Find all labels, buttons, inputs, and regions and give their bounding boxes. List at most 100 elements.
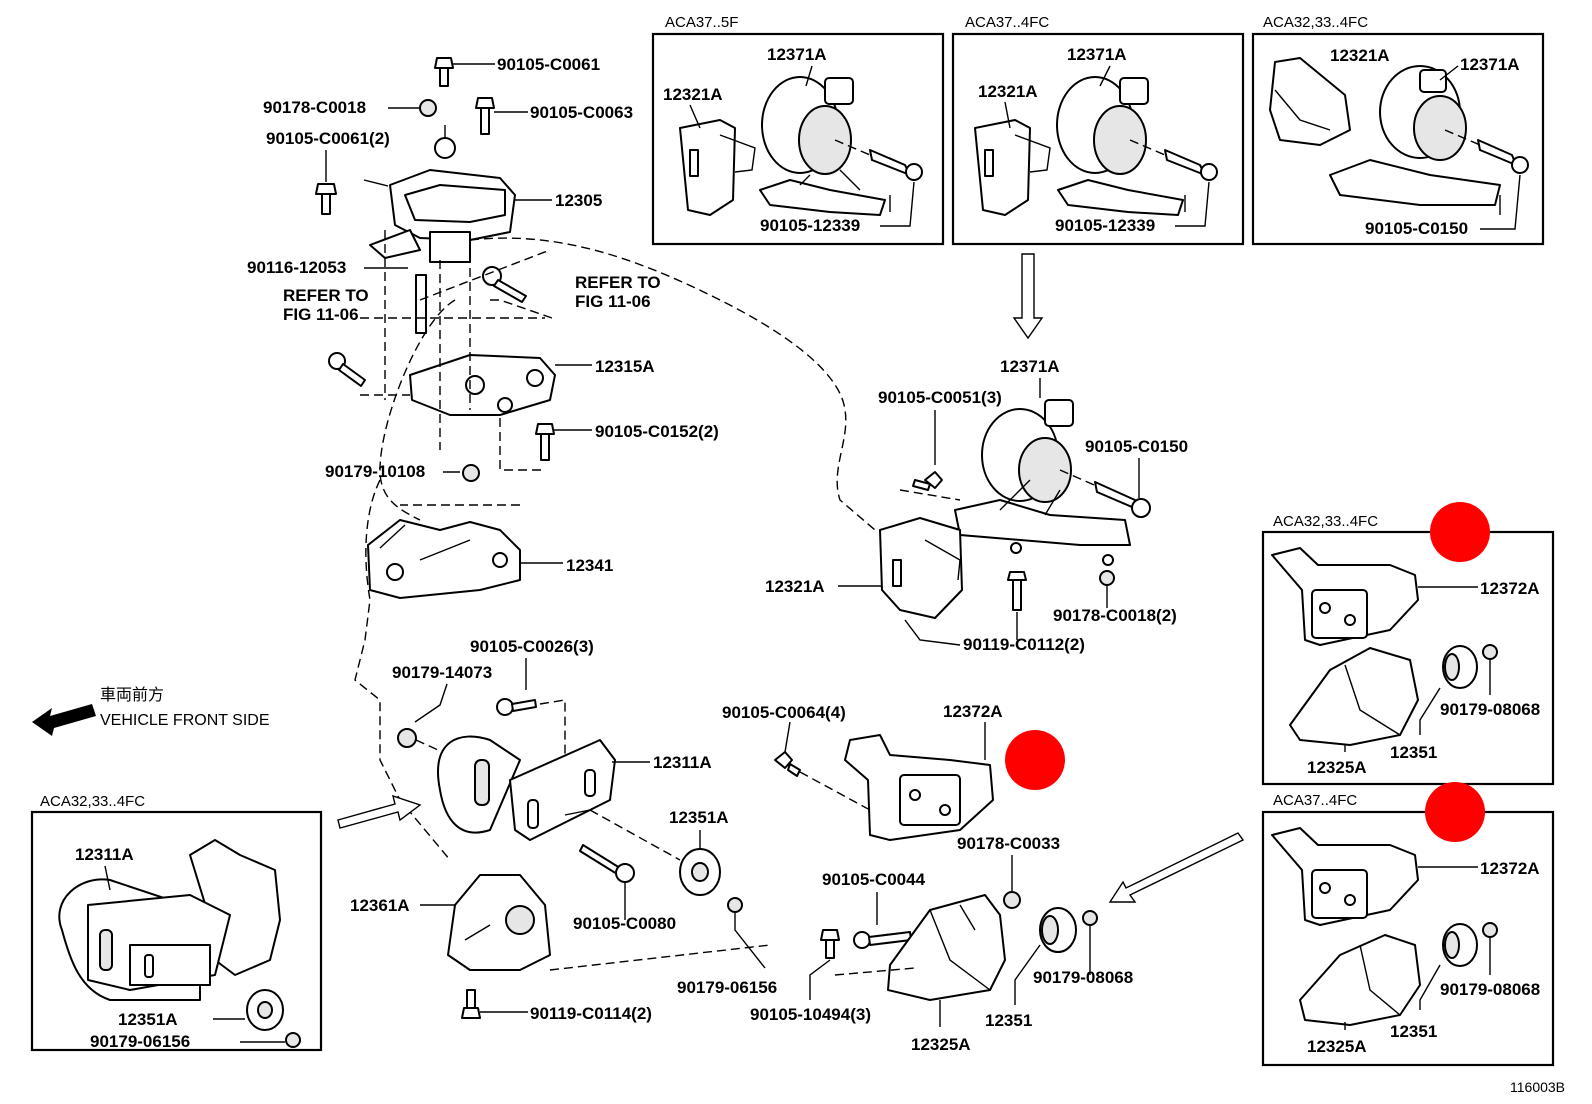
label: 90179-06156 (90, 1032, 190, 1051)
nut-icon (397, 728, 417, 748)
label: 12321A (1330, 46, 1390, 65)
label: 12351A (118, 1010, 178, 1029)
lower-left-mount-assembly: 90105-C0026(3) 90179-14073 12311A 12351A (337, 637, 777, 1023)
refer-note-line1: REFER TO (283, 286, 369, 305)
label: 90105-C0064(4) (722, 703, 846, 722)
label: 12311A (653, 753, 712, 772)
label: 12321A (978, 82, 1038, 101)
front-label-en: VEHICLE FRONT SIDE (100, 712, 270, 729)
nut-icon (419, 99, 437, 117)
figure-number: 116003B (1510, 1079, 1565, 1095)
label: 12305 (555, 191, 602, 210)
label: 12351 (985, 1011, 1032, 1030)
label: 90179-08068 (1440, 980, 1540, 999)
center-mount-assembly: 12371A 90105-C0051(3) 90105-C0150 12321A… (765, 357, 1188, 654)
label: 90105-10494(3) (750, 1005, 871, 1024)
inset-aca32-33-4fc-left: ACA32,33..4FC 12311A 12351A 90179-06156 (30, 793, 323, 1052)
label: 12321A (663, 85, 723, 104)
label: 90119-C0114(2) (530, 1004, 652, 1023)
label: 90119-C0112(2) (963, 635, 1085, 654)
label: 90178-C0018 (263, 98, 366, 117)
bolt-icon (853, 931, 912, 949)
box-title: ACA32,33..4FC (40, 793, 145, 810)
label: 90179-14073 (392, 663, 492, 682)
bolt-icon (535, 423, 555, 461)
label: 90105-C0063 (530, 103, 633, 122)
label: 90105-C0080 (573, 914, 676, 933)
label: 12351 (1390, 1022, 1437, 1041)
box-title: ACA32,33..4FC (1263, 14, 1368, 31)
bolt-icon (1007, 571, 1027, 611)
label: 12371A (1067, 45, 1127, 64)
nut-icon (727, 897, 743, 913)
label: 12371A (1000, 357, 1060, 376)
inset-aca37-5f: ACA37..5F 12371A 12321A 90105-12339 (651, 14, 945, 246)
right-arrow-icon (337, 794, 422, 829)
label: 12372A (1480, 859, 1540, 878)
label: 90116-12053 (247, 258, 346, 277)
label: 12321A (765, 577, 825, 596)
label: 90105-C0051(3) (878, 388, 1002, 407)
refer-note-line2: FIG 11-06 (575, 292, 651, 311)
label: 12372A (1480, 579, 1540, 598)
label: 90105-12339 (1055, 216, 1155, 235)
inset-aca37-4fc-top: ACA37..4FC 12371A 12321A 90105-12339 (951, 14, 1245, 246)
label: 90178-C0033 (957, 834, 1060, 853)
front-label-jp: 車両前方 (100, 686, 164, 704)
highlight-marker (1005, 730, 1065, 790)
bolt-icon (482, 266, 527, 303)
label: 12315A (595, 357, 655, 376)
nut-icon (1482, 644, 1498, 660)
label: 12325A (911, 1035, 971, 1054)
box-title: ACA37..4FC (1273, 792, 1357, 809)
label: 12325A (1307, 1037, 1367, 1056)
highlight-marker (1430, 502, 1490, 562)
nut-icon (1099, 570, 1115, 586)
highlight-marker (1425, 782, 1485, 842)
lower-middle-mount-assembly: 90105-C0064(4) 12372A 90178-C0033 90105-… (722, 702, 1245, 1054)
label: 12372A (943, 702, 1003, 721)
label: 12325A (1307, 758, 1367, 777)
label: 12311A (75, 845, 134, 864)
down-arrow-icon (1012, 253, 1044, 340)
nut-icon (1082, 910, 1098, 926)
bolt-icon (774, 751, 801, 777)
label: 90105-C0061 (497, 55, 600, 74)
bolt-icon (820, 929, 840, 959)
box-title: ACA32,33..4FC (1273, 513, 1378, 530)
label: 90179-08068 (1033, 968, 1133, 987)
label: 12341 (566, 556, 613, 575)
label: 90105-C0026(3) (470, 637, 594, 656)
bolt-icon (315, 183, 337, 215)
nut-icon (1003, 891, 1021, 909)
upper-mount-assembly: 90105-C0061 90178-C0018 90105-C0063 9010… (247, 55, 876, 861)
bolt-icon (328, 352, 366, 387)
label: 90105-C0150 (1365, 219, 1468, 238)
refer-note-line2: FIG 11-06 (283, 305, 359, 324)
label: 90105-C0061(2) (266, 129, 390, 148)
bolt-icon (579, 844, 635, 883)
label: 12351 (1390, 743, 1437, 762)
bolt-icon (434, 57, 454, 87)
inset-aca32-33-4fc-right: ACA32,33..4FC 12372A 90179-08068 12351 1… (1261, 502, 1555, 786)
label: 90105-12339 (760, 216, 860, 235)
label: 90179-08068 (1440, 700, 1540, 719)
nut-icon (285, 1032, 301, 1048)
nut-icon (462, 464, 480, 482)
label: 90179-10108 (325, 462, 425, 481)
label: 90105-C0152(2) (595, 422, 719, 441)
label: 12351A (669, 808, 729, 827)
down-left-arrow-icon (1108, 832, 1245, 903)
label: 90105-C0150 (1085, 437, 1188, 456)
vehicle-front-indicator: 車両前方 VEHICLE FRONT SIDE (32, 686, 270, 736)
label: 90105-C0044 (822, 870, 926, 889)
box-title: ACA37..5F (665, 14, 738, 31)
refer-note-line1: REFER TO (575, 273, 661, 292)
label: 12371A (767, 45, 827, 64)
bolt-icon (461, 989, 481, 1019)
inset-aca37-4fc-right: ACA37..4FC 12372A 90179-08068 12351 1232… (1261, 782, 1555, 1067)
bolt-icon (475, 97, 495, 135)
label: 12371A (1460, 55, 1520, 74)
